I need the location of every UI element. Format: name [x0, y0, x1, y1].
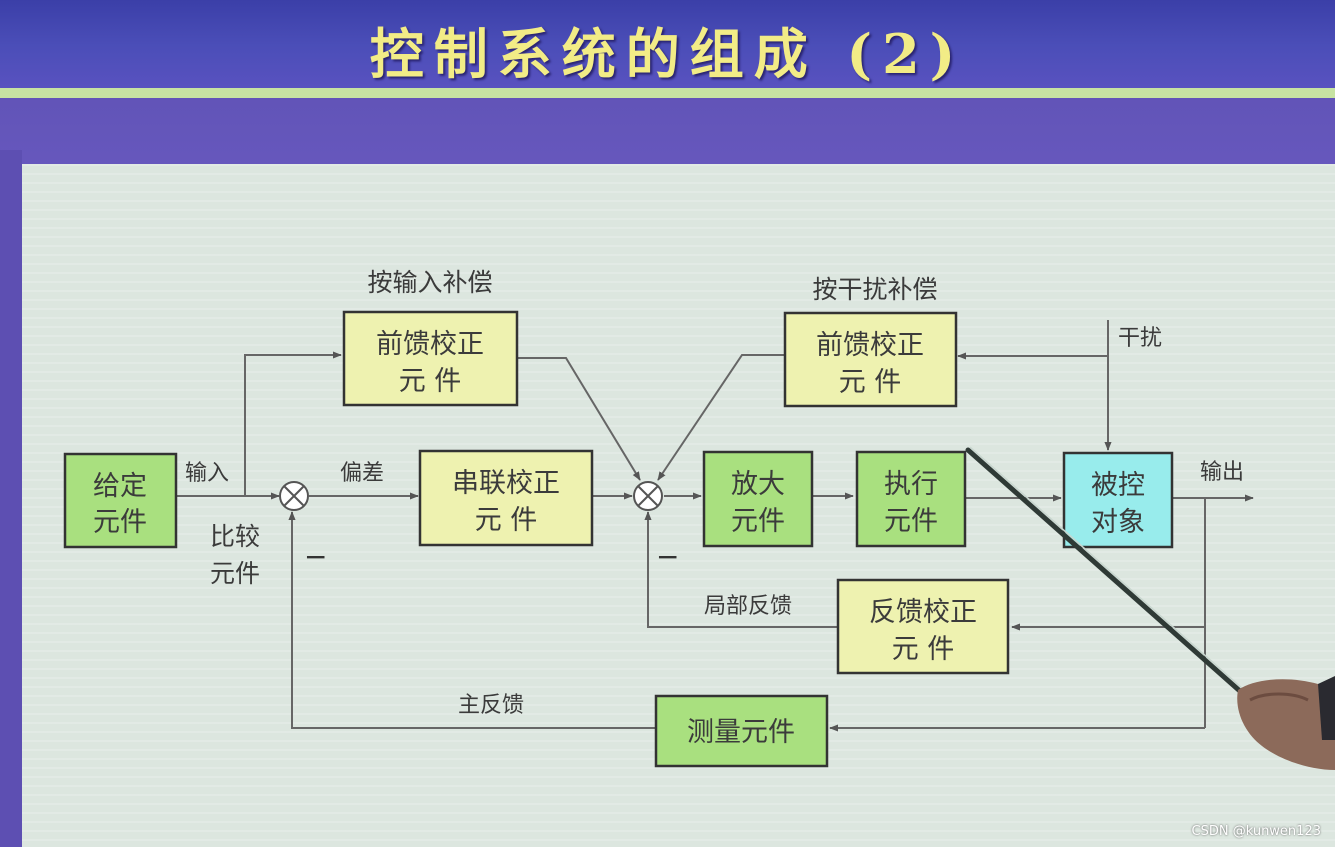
svg-text:前馈校正: 前馈校正 — [376, 329, 484, 360]
label-output: 输出 — [1200, 460, 1244, 485]
svg-text:元 件: 元 件 — [399, 366, 462, 397]
block-feedforward-disturbance: 前馈校正 元 件 — [783, 311, 958, 408]
left-margin — [0, 150, 22, 847]
label-disturbance-compensation: 按干扰补偿 — [812, 275, 937, 304]
summing-junction — [633, 481, 663, 511]
line-feedforward-input-to-sum — [517, 357, 641, 481]
svg-text:元 件: 元 件 — [475, 505, 538, 536]
label-input-compensation: 按输入补偿 — [367, 268, 492, 297]
line-feedforward-disturbance-to-sum — [657, 354, 785, 481]
block-series-correction: 串联校正 元 件 — [418, 449, 594, 547]
label-error: 偏差 — [340, 461, 384, 486]
pointer-stick — [965, 446, 1253, 703]
svg-text:元 件: 元 件 — [839, 367, 902, 398]
slide-title: 控制系统的组成 (2) — [369, 22, 966, 86]
svg-text:元件: 元件 — [93, 507, 147, 538]
line-input-to-feedforward — [244, 351, 342, 496]
svg-text:测量元件: 测量元件 — [687, 717, 795, 748]
svg-text:元件: 元件 — [884, 506, 938, 537]
title-divider — [0, 88, 1335, 98]
block-given: 给定 元件 — [63, 452, 178, 549]
svg-text:执行: 执行 — [884, 469, 938, 500]
svg-text:前馈校正: 前馈校正 — [816, 330, 924, 361]
block-measuring: 测量元件 — [654, 694, 829, 768]
label-main-feedback: 主反馈 — [458, 693, 524, 718]
label-disturbance: 干扰 — [1118, 326, 1162, 351]
label-input: 输入 — [185, 461, 229, 486]
block-amplifier: 放大 元件 — [702, 450, 814, 548]
watermark: CSDN @kunwen123 — [1191, 824, 1322, 839]
line-main-feedback — [288, 511, 656, 729]
minus-sign-summing: − — [656, 540, 679, 573]
title-bar — [0, 0, 1335, 92]
svg-text:对象: 对象 — [1091, 507, 1145, 538]
presenter-hand — [1237, 676, 1335, 770]
block-feedback-correction: 反馈校正 元 件 — [836, 578, 1010, 675]
label-comparator-line1: 比较 — [210, 522, 260, 551]
svg-text:串联校正: 串联校正 — [452, 468, 560, 499]
block-plant: 被控 对象 — [1062, 451, 1174, 549]
minus-sign-comparator: − — [304, 540, 327, 573]
svg-text:放大: 放大 — [731, 469, 785, 500]
label-local-feedback: 局部反馈 — [704, 594, 792, 619]
svg-text:反馈校正: 反馈校正 — [869, 597, 977, 628]
svg-text:被控: 被控 — [1091, 470, 1145, 501]
block-actuator: 执行 元件 — [855, 450, 967, 548]
comparator-junction — [279, 481, 309, 511]
line-local-feedback — [644, 511, 838, 628]
svg-text:元 件: 元 件 — [892, 634, 955, 665]
svg-text:元件: 元件 — [731, 506, 785, 537]
connector-lines — [176, 320, 1254, 732]
block-feedforward-input: 前馈校正 元 件 — [342, 310, 519, 407]
label-comparator-line2: 元件 — [210, 559, 260, 588]
svg-text:给定: 给定 — [93, 471, 147, 502]
